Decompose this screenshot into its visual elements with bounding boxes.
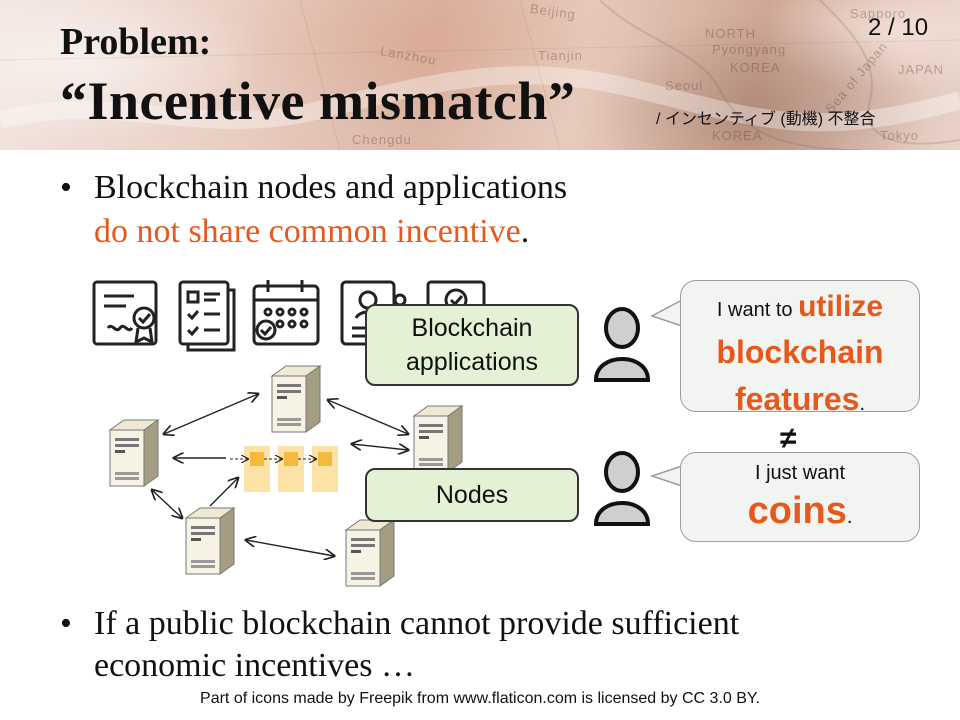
- blockchain-applications-label: Blockchain applications: [365, 304, 579, 386]
- slide-title-line2: “Incentive mismatch”: [60, 71, 576, 131]
- map-label: NORTH: [705, 26, 756, 41]
- app-developer-person-icon: [593, 307, 651, 382]
- not-equal-symbol: ≠: [780, 422, 797, 455]
- nodes-label: Nodes: [365, 468, 579, 522]
- node-operator-speech-bubble: I just want coins.: [680, 452, 920, 542]
- app-developer-speech-bubble: I want to utilize blockchain features.: [680, 280, 920, 417]
- page-number: 2 / 10: [868, 14, 929, 41]
- top-bubble-period: .: [859, 393, 866, 415]
- bullet-point-2: • If a public blockchain cannot provide …: [60, 602, 920, 692]
- header-banner: Beijing NORTH Pyongyang KOREA JAPAN Lanz…: [0, 0, 960, 150]
- map-label: Pyongyang: [712, 42, 787, 57]
- slide-subtitle-jp: / インセンティブ (動機) 不整合: [656, 111, 876, 128]
- bullet-marker: •: [60, 605, 72, 642]
- bullet-2-line1: If a public blockchain cannot provide su…: [94, 605, 740, 642]
- server-node: [109, 419, 159, 487]
- bullet-1-line1: Blockchain nodes and applications: [94, 169, 568, 206]
- map-texture: [0, 0, 960, 150]
- bullet-1-accent-text: do not share common incentive: [94, 213, 521, 250]
- peer-link: [352, 444, 408, 450]
- nodes-label-text: Nodes: [435, 481, 509, 509]
- bottom-bubble-line1: I just want: [754, 462, 846, 484]
- server-node: [185, 507, 235, 575]
- bullet-marker: •: [60, 169, 72, 206]
- blockchain-blocks: [230, 446, 338, 492]
- blockchain-network-diagram: [109, 365, 463, 587]
- server-node: [271, 365, 321, 433]
- map-label: Tianjin: [538, 48, 583, 63]
- applications-label-line2: applications: [405, 348, 539, 376]
- slide-title-line1: Problem:: [60, 21, 212, 63]
- node-operator-person-icon: [593, 451, 651, 526]
- map-label: KOREA: [730, 60, 781, 75]
- top-bubble-blockchain: blockchain: [716, 334, 884, 370]
- peer-link: [164, 394, 258, 434]
- bullet-1-line2: do not share common incentive.: [94, 210, 529, 254]
- applications-label-line1: Blockchain: [411, 314, 533, 342]
- map-label: Tokyo: [880, 128, 919, 143]
- map-label: Sapporo: [850, 6, 907, 21]
- bottom-bubble-coins: coins: [747, 490, 847, 532]
- bullet-2-line2: economic incentives …: [94, 647, 416, 684]
- top-bubble-utilize: utilize: [798, 290, 884, 323]
- map-label: Chengdu: [352, 132, 412, 147]
- peer-link: [246, 540, 334, 556]
- server-node: [345, 519, 395, 587]
- peer-link: [152, 490, 182, 518]
- map-label: KOREA: [712, 128, 763, 143]
- top-bubble-tail: [650, 299, 683, 327]
- bottom-bubble-tail: [650, 465, 683, 487]
- map-label: Seoul: [665, 78, 704, 93]
- peer-link: [209, 478, 238, 507]
- top-bubble-features: features: [734, 381, 860, 417]
- map-label: JAPAN: [898, 62, 944, 77]
- bullet-1-period: .: [520, 213, 530, 250]
- checklist-icon: [178, 280, 236, 352]
- calendar-icon: [252, 280, 320, 346]
- server-node: [413, 405, 463, 473]
- top-bubble-prefix: I want to: [716, 299, 799, 321]
- bullet-point-1: • Blockchain nodes and applications do n…: [60, 166, 920, 256]
- icon-credit-footer: Part of icons made by Freepik from www.f…: [200, 690, 760, 707]
- certificate-icon: [92, 280, 158, 346]
- bottom-bubble-period: .: [846, 506, 853, 528]
- peer-link: [328, 400, 408, 434]
